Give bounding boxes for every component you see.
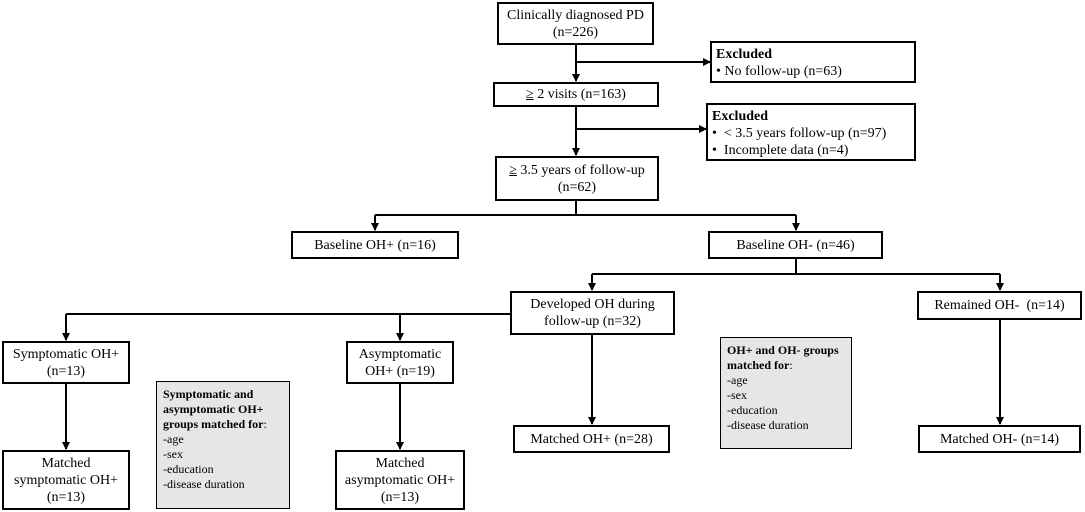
clinically-diagnosed-label: Clinically diagnosed PD: [507, 7, 644, 23]
note-heading: Symptomatic and: [163, 387, 254, 401]
matched-oh-pos-box: Matched OH+ (n=28): [513, 425, 670, 453]
followup-box: ≥ 3.5 years of follow-up (n=62): [495, 156, 659, 201]
note-heading: groups matched for: [163, 417, 264, 431]
baseline-oh-neg-box: Baseline OH- (n=46): [708, 231, 883, 259]
followup-label-row: ≥ 3.5 years of follow-up: [509, 162, 645, 179]
excluded-box-1: Excluded • No follow-up (n=63): [710, 41, 916, 83]
matched-symptomatic-box: Matched symptomatic OH+ (n=13): [2, 450, 130, 510]
matched-symptomatic-count: (n=13): [46, 489, 86, 505]
matched-symptomatic-label: Matched: [41, 455, 91, 471]
matched-oh-neg-label: Matched OH- (n=14): [939, 431, 1060, 447]
excluded-item: • Incomplete data (n=4): [712, 143, 849, 158]
greater-equal-symbol: ≥: [526, 87, 534, 102]
developed-oh-count: follow-up (n=32): [544, 314, 641, 329]
visits-label: 2 visits (n=163): [533, 87, 626, 102]
excluded-item: • No follow-up (n=63): [716, 64, 842, 79]
asymptomatic-count: OH+ (n=19): [365, 363, 435, 379]
note-item: -education: [727, 403, 778, 417]
remained-oh-neg-label: Remained OH- (n=14): [934, 298, 1065, 313]
matched-asymptomatic-box: Matched asymptomatic OH+ (n=13): [335, 450, 465, 510]
note-heading: OH+ and OH- groups: [727, 343, 839, 357]
symptomatic-label: Symptomatic OH+: [12, 346, 120, 362]
note-colon: :: [789, 358, 793, 372]
developed-oh-box: Developed OH during follow-up (n=32): [510, 291, 675, 335]
excluded-heading: Excluded: [712, 109, 769, 124]
matched-asymptomatic-label: asymptomatic OH+: [344, 472, 456, 488]
visits-box: ≥ 2 visits (n=163): [493, 82, 659, 107]
note-item: -education: [163, 462, 214, 476]
excluded-heading: Excluded: [716, 47, 773, 62]
note-item: -disease duration: [727, 418, 809, 432]
excluded-item: • < 3.5 years follow-up (n=97): [712, 126, 887, 141]
clinically-diagnosed-count: (n=226): [552, 24, 599, 40]
excluded-box-2: Excluded • < 3.5 years follow-up (n=97) …: [706, 103, 916, 161]
note-heading: asymptomatic OH+: [163, 402, 264, 416]
matched-symptomatic-label: symptomatic OH+: [14, 472, 118, 488]
symptomatic-box: Symptomatic OH+ (n=13): [2, 341, 130, 384]
developed-oh-label: Developed OH during: [530, 297, 655, 312]
note-heading-row: groups matched for:: [163, 417, 283, 432]
baseline-oh-neg-label: Baseline OH- (n=46): [736, 237, 855, 253]
asymptomatic-label: Asymptomatic: [358, 346, 442, 362]
note-colon: :: [263, 417, 267, 431]
note-item: -disease duration: [163, 477, 245, 491]
note-symptomatic-asymptomatic-matching: Symptomatic and asymptomatic OH+ groups …: [156, 381, 290, 509]
clinically-diagnosed-box: Clinically diagnosed PD (n=226): [497, 2, 654, 45]
greater-equal-symbol: ≥: [509, 162, 517, 178]
baseline-oh-pos-box: Baseline OH+ (n=16): [291, 231, 459, 259]
note-heading-row: matched for:: [727, 358, 845, 373]
asymptomatic-box: Asymptomatic OH+ (n=19): [346, 341, 454, 384]
remained-oh-neg-box: Remained OH- (n=14): [917, 291, 1082, 320]
note-oh-groups-matching: OH+ and OH- groups matched for: -age -se…: [720, 337, 852, 449]
matched-asymptomatic-count: (n=13): [380, 489, 420, 505]
followup-count: (n=62): [557, 179, 597, 195]
note-heading: matched for: [727, 358, 790, 372]
note-item: -age: [727, 373, 748, 387]
note-item: -age: [163, 432, 184, 446]
note-item: -sex: [727, 388, 747, 402]
symptomatic-count: (n=13): [46, 363, 86, 379]
matched-asymptomatic-label: Matched: [375, 455, 425, 471]
followup-label: 3.5 years of follow-up: [516, 162, 645, 178]
matched-oh-neg-box: Matched OH- (n=14): [918, 425, 1081, 453]
baseline-oh-pos-label: Baseline OH+ (n=16): [314, 237, 436, 253]
note-item: -sex: [163, 447, 183, 461]
matched-oh-pos-label: Matched OH+ (n=28): [530, 431, 653, 447]
